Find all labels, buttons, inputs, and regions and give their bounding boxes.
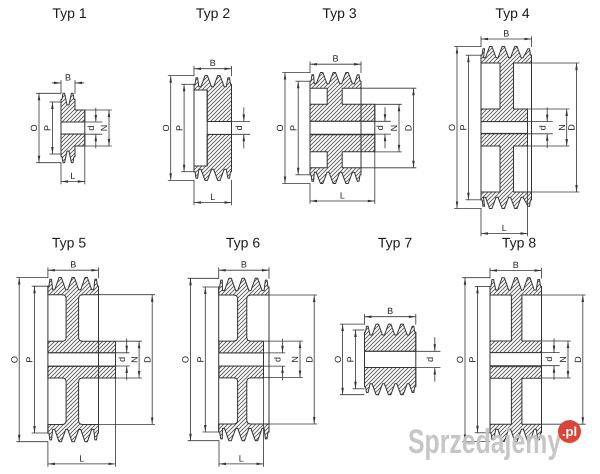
svg-text:N: N — [99, 125, 109, 132]
svg-text:L: L — [502, 223, 507, 233]
svg-text:d: d — [425, 357, 435, 362]
svg-text:B: B — [513, 260, 519, 270]
svg-text:d: d — [117, 357, 127, 362]
svg-text:L: L — [70, 171, 75, 181]
svg-text:D: D — [304, 356, 314, 363]
svg-text:P: P — [174, 125, 184, 131]
svg-text:Typ 6: Typ 6 — [226, 235, 260, 251]
svg-text:N: N — [557, 124, 567, 131]
svg-text:d: d — [537, 125, 547, 130]
svg-text:D: D — [404, 124, 414, 131]
svg-text:P: P — [459, 124, 469, 130]
svg-text:Typ 4: Typ 4 — [495, 5, 529, 21]
svg-text:B: B — [332, 54, 338, 64]
svg-text:B: B — [241, 260, 247, 270]
svg-text:N: N — [290, 356, 300, 363]
svg-text:d: d — [86, 126, 96, 131]
svg-text:B: B — [210, 58, 216, 68]
svg-text:L: L — [210, 192, 215, 202]
svg-text:N: N — [389, 125, 399, 132]
svg-text:P: P — [43, 125, 53, 131]
svg-text:d: d — [375, 125, 385, 130]
svg-text:D: D — [567, 124, 577, 131]
svg-text:Typ 3: Typ 3 — [322, 5, 356, 21]
svg-text:O: O — [29, 124, 39, 131]
svg-text:D: D — [573, 356, 583, 363]
svg-text:B: B — [65, 72, 71, 82]
svg-text:Typ 8: Typ 8 — [502, 235, 536, 251]
svg-text:Typ 7: Typ 7 — [378, 235, 412, 251]
svg-text:L: L — [79, 453, 84, 463]
svg-text:P: P — [288, 125, 298, 131]
svg-text:O: O — [181, 356, 191, 363]
svg-text:L: L — [239, 453, 244, 463]
svg-text:L: L — [340, 190, 345, 200]
svg-text:Typ 1: Typ 1 — [52, 5, 86, 21]
svg-text:B: B — [503, 28, 509, 38]
svg-text:P: P — [346, 356, 356, 362]
svg-text:N: N — [129, 356, 139, 363]
svg-text:Typ 5: Typ 5 — [52, 235, 86, 251]
svg-text:O: O — [9, 356, 19, 363]
svg-text:P: P — [468, 357, 478, 363]
svg-text:N: N — [558, 356, 568, 363]
svg-text:O: O — [447, 124, 457, 131]
svg-text:Typ 2: Typ 2 — [196, 5, 230, 21]
svg-text:d: d — [544, 357, 554, 362]
svg-text:O: O — [275, 124, 285, 131]
svg-text:P: P — [196, 356, 206, 362]
svg-text:O: O — [161, 124, 171, 131]
svg-text:d: d — [273, 357, 283, 362]
svg-text:P: P — [25, 357, 35, 363]
svg-text:B: B — [387, 306, 393, 316]
svg-text:d: d — [234, 125, 244, 130]
svg-text:O: O — [455, 356, 465, 363]
svg-text:O: O — [333, 356, 343, 363]
svg-text:B: B — [70, 260, 76, 270]
svg-text:D: D — [142, 356, 152, 363]
